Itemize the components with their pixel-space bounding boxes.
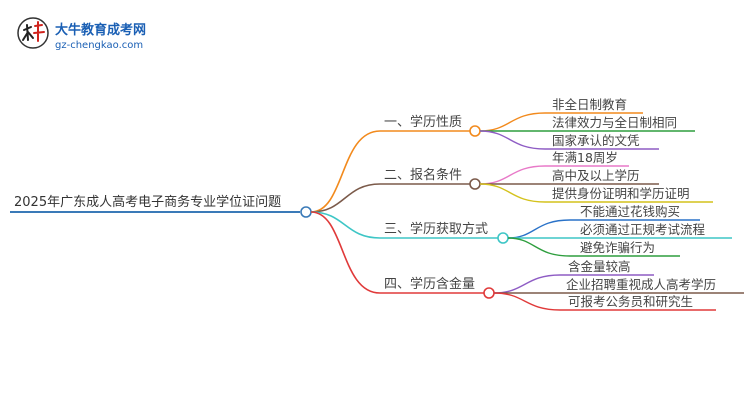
branch-1-toggle[interactable] — [469, 125, 481, 137]
leaf-2-3-label: 提供身份证明和学历证明 — [552, 186, 690, 201]
branch-2-label: 二、报名条件 — [384, 167, 462, 183]
branch-1-label: 一、学历性质 — [384, 114, 462, 130]
branch-3-label: 三、学历获取方式 — [384, 221, 488, 237]
connector-leaf-3-1 — [507, 219, 571, 239]
logo-title: 大牛教育成考网 — [55, 22, 146, 38]
branch-1[interactable]: 一、学历性质 — [380, 114, 481, 137]
leaf-2-1-label: 年满18周岁 — [552, 150, 618, 165]
leaf-3-2[interactable]: 必须通过正规考试流程 — [570, 222, 732, 239]
leaf-2-3[interactable]: 提供身份证明和学历证明 — [545, 186, 713, 203]
logo-mark-icon — [17, 17, 49, 49]
branch-2-toggle[interactable] — [469, 178, 481, 190]
leaf-1-3-label: 国家承认的文凭 — [552, 133, 640, 148]
leaf-2-1[interactable]: 年满18周岁 — [545, 150, 629, 167]
leaf-1-2-label: 法律效力与全日制相同 — [552, 115, 677, 130]
root-node[interactable]: 2025年广东成人高考电子商务专业学位证问题 — [10, 194, 312, 218]
leaf-1-3[interactable]: 国家承认的文凭 — [545, 133, 659, 150]
connector-leaf-1-1 — [479, 112, 546, 132]
leaf-1-1-label: 非全日制教育 — [552, 97, 627, 112]
leaf-3-1[interactable]: 不能通过花钱购买 — [570, 204, 700, 221]
leaf-3-2-label: 必须通过正规考试流程 — [580, 222, 706, 237]
leaf-4-2[interactable]: 企业招聘重视成人高考学历 — [560, 277, 744, 294]
leaf-3-1-label: 不能通过花钱购买 — [580, 204, 680, 219]
logo-url: gz-chengkao.com — [55, 40, 143, 51]
connector-branch-1 — [310, 130, 381, 213]
leaf-1-1[interactable]: 非全日制教育 — [545, 97, 643, 114]
connector-leaf-4-3 — [493, 292, 561, 311]
branch-4[interactable]: 四、学历含金量 — [380, 276, 495, 299]
branch-4-toggle[interactable] — [483, 287, 495, 299]
leaf-1-2[interactable]: 法律效力与全日制相同 — [545, 115, 695, 132]
leaf-4-3-label: 可报考公务员和研究生 — [568, 294, 693, 309]
connector-leaf-1-3 — [479, 130, 546, 150]
root-collapse-toggle[interactable] — [300, 206, 312, 218]
connector-branch-2 — [310, 183, 381, 213]
connector-leaf-2-3 — [479, 183, 546, 203]
leaf-4-3[interactable]: 可报考公务员和研究生 — [560, 294, 716, 311]
root-label: 2025年广东成人高考电子商务专业学位证问题 — [14, 194, 281, 210]
leaf-2-2-label: 高中及以上学历 — [552, 168, 640, 183]
site-logo[interactable]: 大牛教育成考网 gz-chengkao.com — [17, 17, 146, 51]
connector-branch-3 — [310, 211, 381, 239]
connector-leaf-4-1 — [493, 274, 561, 294]
branch-4-label: 四、学历含金量 — [384, 276, 475, 292]
leaf-2-2[interactable]: 高中及以上学历 — [545, 168, 659, 185]
connector-branch-4 — [310, 211, 381, 294]
branch-3-toggle[interactable] — [497, 232, 509, 244]
branch-3[interactable]: 三、学历获取方式 — [380, 221, 509, 244]
leaf-4-2-label: 企业招聘重视成人高考学历 — [566, 277, 716, 292]
branch-2[interactable]: 二、报名条件 — [380, 167, 481, 190]
leaf-4-1[interactable]: 含金量较高 — [560, 259, 654, 276]
leaf-3-3[interactable]: 避免诈骗行为 — [570, 240, 680, 257]
connector-leaf-3-3 — [507, 237, 571, 257]
leaf-3-3-label: 避免诈骗行为 — [580, 240, 655, 255]
leaf-4-1-label: 含金量较高 — [568, 259, 631, 274]
connector-leaf-2-1 — [479, 165, 546, 185]
